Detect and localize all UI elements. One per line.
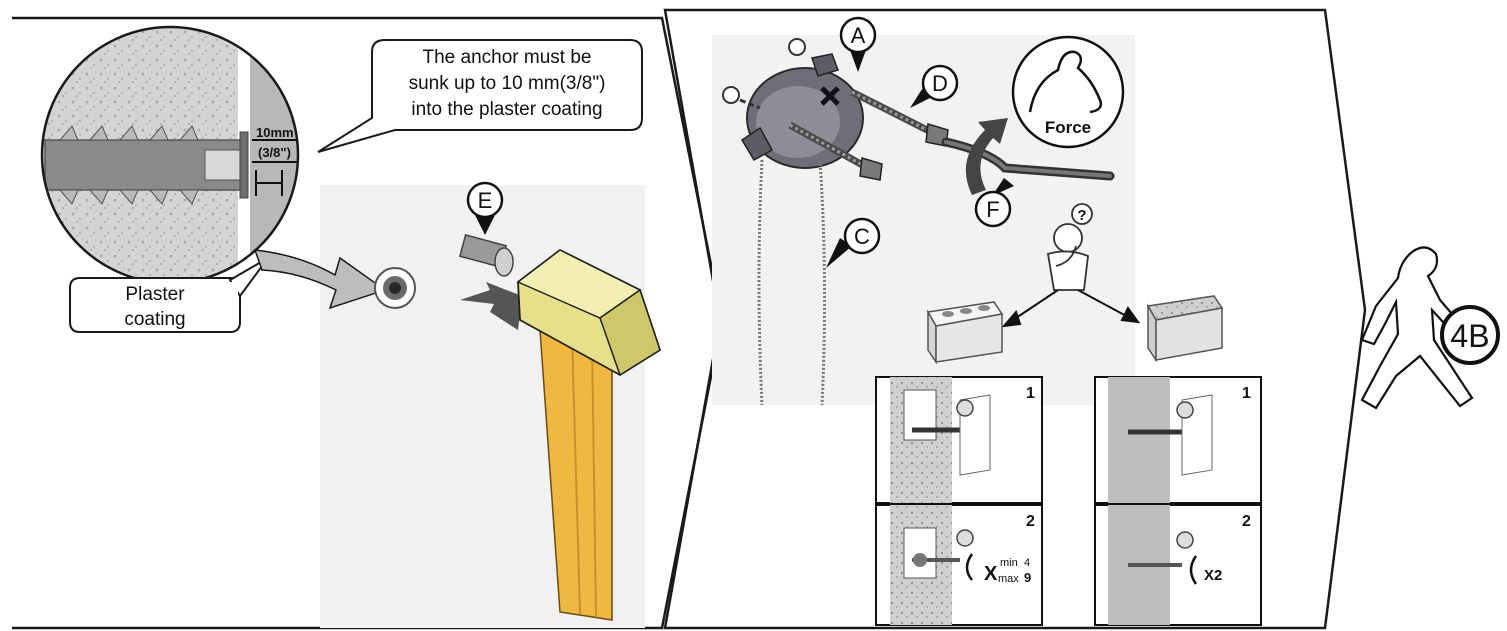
hollow-min-label: min <box>1000 557 1018 569</box>
marker-a-label: A <box>851 23 866 48</box>
measure-in-label: (3/8") <box>258 145 291 160</box>
measure-mm-label: 10mm <box>256 125 294 140</box>
hollow-min-value: 4 <box>1024 557 1030 569</box>
hollow-max-value: 9 <box>1024 570 1031 585</box>
solid-block-icon <box>1148 296 1222 360</box>
hollow-step1-number: 1 <box>1026 385 1035 402</box>
plaster-label-line2: coating <box>124 309 185 330</box>
solid-step2-number: 2 <box>1242 513 1251 530</box>
solid-step2-card <box>1095 505 1261 625</box>
question-mark: ? <box>1077 207 1086 224</box>
hollow-x-label: X <box>984 563 998 585</box>
plaster-label-line1: Plaster <box>125 284 185 305</box>
marker-e-label: E <box>478 188 493 213</box>
solid-turns-label: X2 <box>1204 567 1222 584</box>
force-label: Force <box>1045 118 1091 137</box>
anchor-note-line1: The anchor must be <box>423 47 592 68</box>
marker-d-label: D <box>932 71 948 96</box>
marker-4b-label: 4B <box>1450 318 1489 354</box>
drilled-hole <box>375 268 415 308</box>
solid-step1-number: 1 <box>1242 385 1251 402</box>
hollow-step2-number: 2 <box>1026 513 1035 530</box>
hollow-block-icon <box>928 302 1002 362</box>
marker-f-label: F <box>986 197 999 222</box>
solid-step1-card <box>1095 377 1261 503</box>
marker-c-label: C <box>854 224 870 249</box>
hollow-step1-card <box>876 377 1042 503</box>
anchor-note-line3: into the plaster coating <box>411 99 602 120</box>
hollow-max-label: max <box>998 573 1019 585</box>
anchor-note-line2: sunk up to 10 mm(3/8") <box>409 73 606 94</box>
